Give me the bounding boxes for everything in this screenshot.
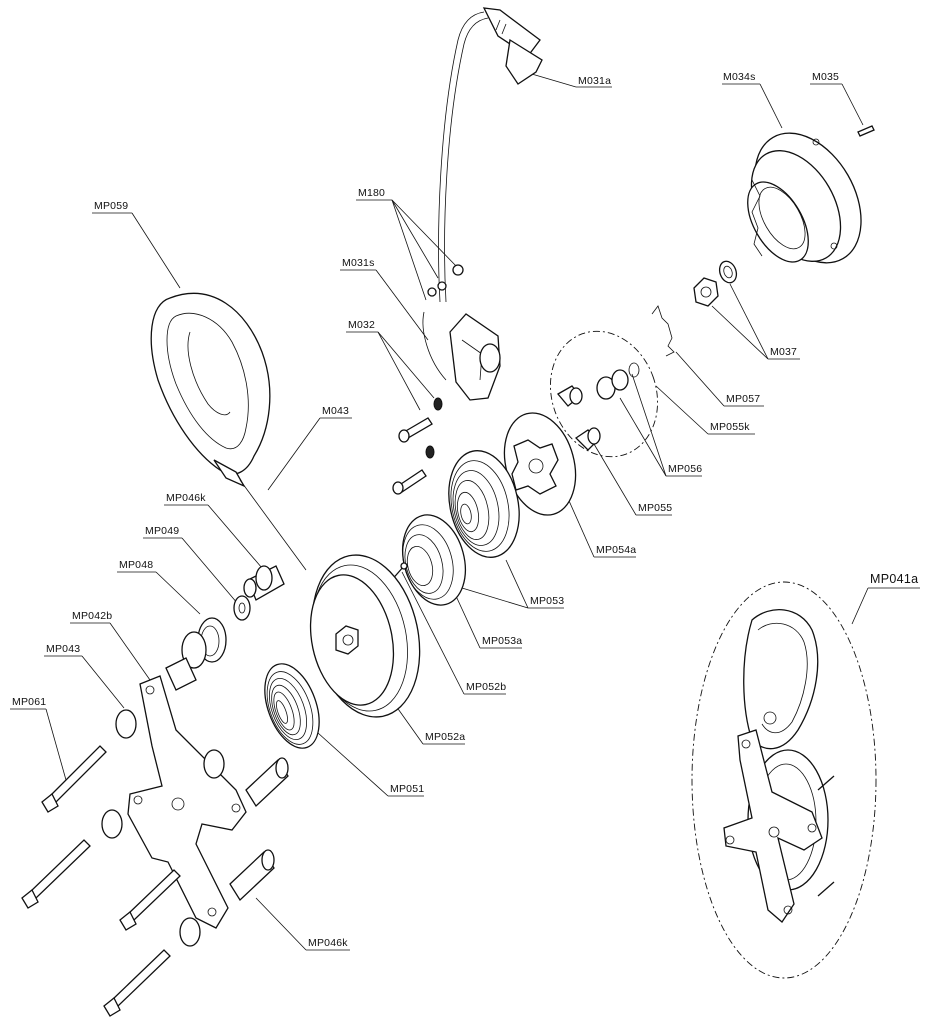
label-M035: M035: [810, 71, 864, 126]
label-MP057: MP057: [675, 351, 764, 407]
rubber-spacers: [101, 709, 225, 947]
label-text-MP049: MP049: [145, 525, 179, 537]
label-text-M032: M032: [348, 319, 375, 331]
label-M043: M043: [267, 405, 352, 491]
label-text-MP043: MP043: [46, 643, 80, 655]
label-text-MP057: MP057: [726, 393, 760, 405]
label-text-MP046k-top: MP046k: [166, 492, 206, 504]
label-MP046k-bottom: MP046k: [255, 897, 350, 951]
label-M037: M037: [711, 283, 800, 360]
label-text-M180: M180: [358, 187, 385, 199]
label-M034s: M034s: [722, 71, 783, 129]
label-text-M031s: M031s: [342, 257, 375, 269]
spring-cup: [402, 514, 466, 606]
label-MP042b: MP042b: [70, 610, 151, 681]
label-text-M034s: M034s: [723, 71, 756, 83]
pawl-assembly-group: [550, 330, 658, 458]
pulley: [309, 554, 421, 718]
starter-housing-cup: [747, 132, 862, 264]
label-text-MP055k: MP055k: [710, 421, 750, 433]
label-text-MP052a: MP052a: [425, 731, 465, 743]
ratchet-disc: [503, 412, 577, 516]
long-bolts: [21, 745, 181, 1017]
bushing: [181, 617, 227, 669]
label-text-MP053: MP053: [530, 595, 564, 607]
label-M032: M032: [346, 319, 435, 411]
mounting-screws: [392, 397, 443, 495]
label-MP054a: MP054a: [565, 493, 636, 558]
label-M031a: M031a: [524, 71, 612, 88]
pivot-pin-top: [243, 565, 285, 601]
label-MP046k-top: MP046k: [164, 492, 263, 569]
washer: [233, 595, 251, 621]
label-text-MP055: MP055: [638, 502, 672, 514]
label-MP041a: MP041a: [851, 572, 920, 625]
label-text-M031a: M031a: [578, 75, 611, 87]
label-MP059: MP059: [92, 200, 181, 289]
label-text-MP052b: MP052b: [466, 681, 506, 693]
label-text-MP051: MP051: [390, 783, 424, 795]
label-text-M035: M035: [812, 71, 839, 83]
starter-handle: [150, 292, 307, 571]
label-text-MP048: MP048: [119, 559, 153, 571]
label-MP048: MP048: [117, 559, 201, 615]
label-text-MP061: MP061: [12, 696, 46, 708]
label-MP051: MP051: [307, 723, 424, 797]
pivot-pins-bottom: [229, 757, 289, 902]
label-text-MP046k-bottom: MP046k: [308, 937, 348, 949]
label-MP052b: MP052b: [401, 571, 506, 695]
pin-part: [857, 125, 875, 137]
spark-plug-cable: [438, 7, 543, 303]
label-text-M037: M037: [770, 346, 797, 358]
coil-spring: [264, 663, 320, 749]
ignition-coil: [422, 264, 501, 401]
nut-and-washer: [693, 260, 738, 307]
assembled-view: [691, 581, 877, 979]
label-MP043: MP043: [44, 643, 125, 709]
label-MP049: MP049: [143, 525, 239, 605]
label-MP052a: MP052a: [395, 705, 465, 745]
label-text-M043: M043: [322, 405, 349, 417]
label-text-MP059: MP059: [94, 200, 128, 212]
label-MP056: MP056: [619, 373, 702, 477]
label-text-MP042b: MP042b: [72, 610, 112, 622]
recoil-spring: [448, 450, 520, 558]
label-MP061: MP061: [10, 696, 67, 781]
label-text-MP041a: MP041a: [870, 572, 918, 586]
label-MP055k: MP055k: [655, 385, 755, 435]
label-M180: M180: [356, 187, 459, 301]
mounting-bracket: [127, 657, 247, 929]
label-MP053: MP053: [461, 559, 564, 609]
label-text-MP053a: MP053a: [482, 635, 522, 647]
label-text-MP054a: MP054a: [596, 544, 636, 556]
label-text-MP056: MP056: [668, 463, 702, 475]
spring-clip: [651, 305, 675, 357]
label-MP053a: MP053a: [455, 595, 522, 649]
label-MP055: MP055: [593, 443, 672, 516]
label-M031s: M031s: [340, 257, 429, 341]
